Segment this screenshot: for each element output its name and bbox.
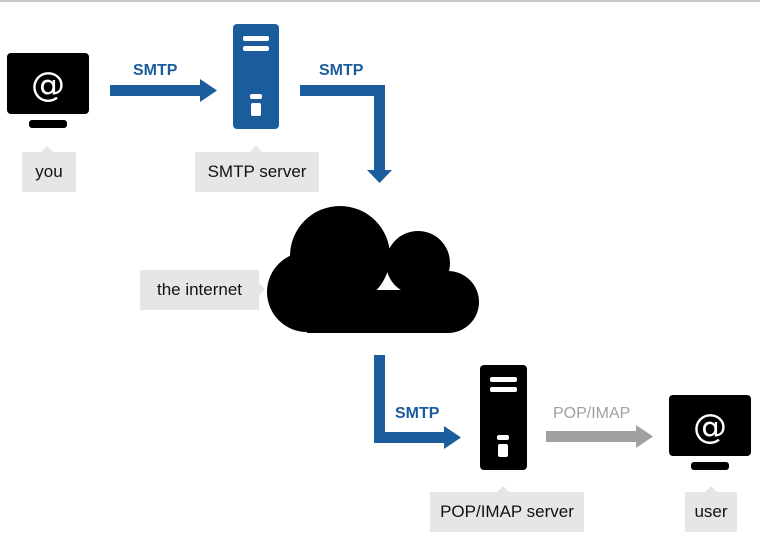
- arrow-smtp-2: [300, 85, 392, 183]
- label-smtp-server: SMTP server: [195, 152, 319, 192]
- top-border: [0, 0, 760, 2]
- server-icon: [233, 24, 279, 129]
- label-pointer: [497, 486, 509, 492]
- label-pointer: [250, 146, 262, 152]
- at-sign-icon: @: [693, 407, 727, 447]
- label-you: you: [22, 152, 76, 192]
- arrow-pop-imap: [546, 425, 653, 448]
- label-pop-imap-server: POP/IMAP server: [430, 492, 584, 532]
- label-pointer: [259, 283, 265, 295]
- arrow-smtp-1: [110, 79, 217, 102]
- label-user: user: [685, 492, 737, 532]
- protocol-label-smtp: SMTP: [395, 405, 440, 422]
- server-icon: [480, 365, 527, 470]
- arrow-smtp-3: [374, 355, 461, 449]
- at-sign-icon: @: [31, 65, 65, 105]
- protocol-label-smtp: SMTP: [319, 62, 364, 79]
- cloud-icon: [267, 206, 479, 333]
- label-pointer: [705, 486, 717, 492]
- computer-icon: @: [7, 53, 89, 128]
- label-the-internet: the internet: [140, 270, 259, 310]
- protocol-label-smtp: SMTP: [133, 62, 178, 79]
- label-pointer: [41, 146, 53, 152]
- protocol-label-pop-imap: POP/IMAP: [553, 405, 631, 422]
- computer-icon: @: [669, 395, 751, 470]
